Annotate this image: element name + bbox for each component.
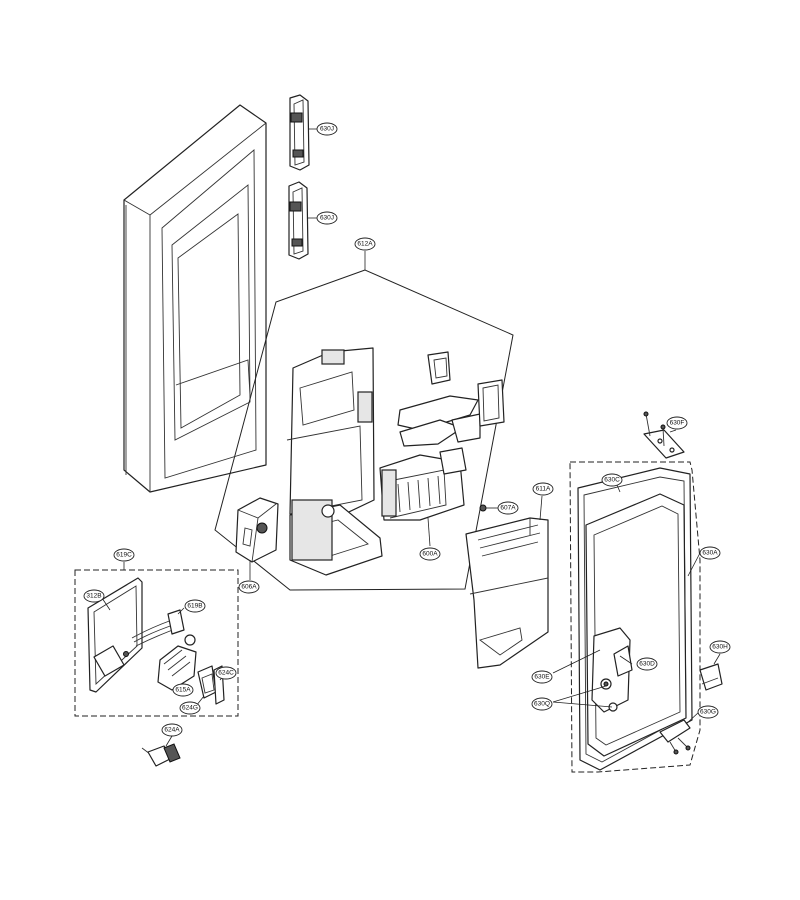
svg-text:612A: 612A [357, 241, 373, 248]
callout-624a: 624A [161, 723, 183, 737]
callout-630d: 630D [636, 657, 658, 671]
svg-text:312B: 312B [86, 593, 101, 600]
svg-text:630A: 630A [702, 550, 718, 557]
callout-630j-mid: 630J [316, 211, 338, 225]
callout-607a: 607A [497, 501, 519, 515]
switch-624g [197, 665, 217, 699]
svg-text:607A: 607A [500, 505, 516, 512]
svg-text:611A: 611A [536, 486, 551, 493]
group-619c-outline [74, 569, 239, 717]
callout-312b: 312B [83, 589, 105, 603]
motor-606a [235, 497, 279, 563]
screw-607a [479, 504, 496, 512]
bracket-630f [643, 411, 685, 459]
fuse-624a [141, 743, 181, 767]
svg-text:624A: 624A [164, 727, 180, 734]
callout-606a: 606A [238, 580, 260, 594]
handle-630j-top [289, 94, 310, 171]
callout-630h: 630H [709, 640, 731, 654]
svg-text:630Q: 630Q [534, 701, 550, 708]
svg-text:624G: 624G [182, 705, 198, 712]
svg-text:619B: 619B [187, 603, 202, 610]
svg-text:630E: 630E [534, 674, 550, 681]
callout-612a: 612A [354, 237, 376, 251]
svg-text:630D: 630D [639, 661, 655, 668]
callout-600a: 600A [419, 547, 441, 561]
harness-619b [131, 609, 185, 647]
callout-619c: 619C [113, 548, 135, 562]
group-630a-outline [569, 461, 701, 773]
svg-text:624C: 624C [218, 670, 234, 677]
svg-text:630F: 630F [670, 420, 685, 427]
group-612a-outline [214, 269, 514, 591]
callout-630c: 630C [601, 473, 623, 487]
callout-630e: 630E [531, 670, 553, 684]
svg-text:630G: 630G [700, 709, 716, 716]
callout-630j-top: 630J [316, 122, 338, 136]
svg-text:606A: 606A [241, 584, 257, 591]
svg-text:619C: 619C [116, 552, 132, 559]
svg-text:600A: 600A [422, 551, 438, 558]
cover-611a [465, 517, 549, 669]
callout-624g: 624G [179, 701, 201, 715]
dispenser-housing [286, 347, 383, 576]
svg-text:630J: 630J [320, 215, 334, 222]
svg-text:630J: 630J [320, 126, 334, 133]
svg-text:630C: 630C [604, 477, 620, 484]
callout-630g: 630G [697, 705, 719, 719]
callout-624c: 624C [215, 666, 237, 680]
svg-text:615A: 615A [175, 687, 191, 694]
svg-text:630H: 630H [712, 644, 728, 651]
callout-611a: 611A [532, 482, 554, 496]
callout-630q: 630Q [531, 697, 553, 711]
bracket-630g [659, 719, 691, 755]
door-liner [123, 104, 267, 493]
door-panel-630a [585, 493, 687, 757]
callout-630f: 630F [666, 416, 688, 430]
clip-630h [699, 663, 723, 691]
handle-630j-mid [288, 181, 309, 260]
callout-615a: 615A [172, 683, 194, 697]
icemaker-600a [379, 447, 467, 521]
motor-615a [157, 634, 197, 691]
callout-619b: 619B [184, 599, 206, 613]
callout-630a: 630A [699, 546, 721, 560]
chute-parts [397, 351, 505, 447]
